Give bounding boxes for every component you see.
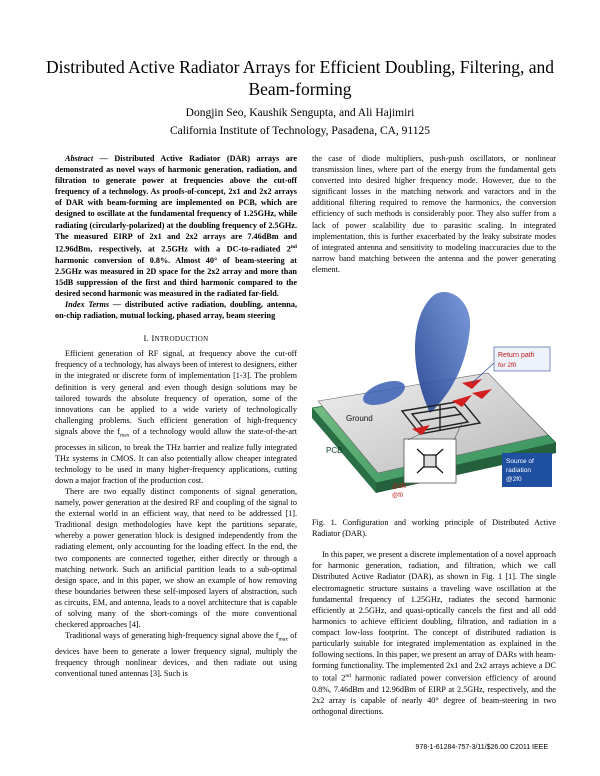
index-terms-label: Index Terms — [65,299,122,309]
right-paragraph-2: In this paper, we present a discrete imp… [312,549,556,717]
intro-p3-b: of devices have been to generate a lower… [55,631,297,679]
right-p2-a: In this paper, we present a discrete imp… [312,550,556,683]
intro-p3-a: Traditional ways of generating high-freq… [65,631,279,641]
figure-1: Return path for 2f0 Ground PCB @2f0 @f0 … [311,283,557,511]
label-source-1: Source of [506,458,534,465]
copyright-footer: 978-1-61284-757-3/11/$26.00 C2011 IEEE [415,744,548,751]
label-source-2: radiation [506,467,531,474]
abstract-label: Abstract — [65,154,108,163]
affiliation: California Institute of Technology, Pasa… [169,125,431,137]
source-box [502,453,552,488]
section-rest: NTRODUCTION [154,335,209,344]
section-heading-introduction: I. INTRODUCTION [55,333,297,345]
paper-title: Distributed Active Radiator Arrays for E… [45,57,555,99]
right-p2-sup: nd [345,673,351,680]
index-terms-text: distributed active radiation, doubling, … [55,299,297,321]
left-column: Abstract — Distributed Active Radiator (… [55,153,297,679]
abstract-text-a: Distributed Active Radiator (DAR) arrays… [55,154,297,254]
intro-p1-a: Efficient generation of RF signal, at fr… [55,349,297,436]
current-arrows [412,379,492,436]
intro-paragraph-3: Traditional ways of generating high-freq… [55,630,297,679]
pcb-edge [312,408,376,494]
label-return-for: for 2f0 [498,362,517,369]
intro-paragraph-1: Efficient generation of RF signal, at fr… [55,348,297,486]
section-number: I. [143,333,152,344]
zoom-line-2 [453,422,463,441]
author-list: Dongjin Seo, Kaushik Sengupta, and Ali H… [185,107,415,119]
label-pcb: PCB [326,446,342,455]
label-source-3: @2f0 [506,476,522,483]
dar-diagram: Return path for 2f0 Ground PCB @2f0 @f0 … [311,292,557,499]
intro-p3-sub: max [278,636,288,643]
zoom-line-1 [407,433,421,441]
abstract-text-b: harmonic conversion of 0.8%. Almost 40° … [55,255,297,298]
label-f0: @f0 [392,493,404,499]
intro-p1-sub: max [120,432,130,439]
intro-p1-b: of a technology would allow the state-of… [55,426,297,485]
intro-paragraph-2: There are two equally distinct component… [55,487,297,630]
radiation-beam [414,292,471,414]
abstract-sup: nd [290,243,297,250]
dar-structure [400,400,482,435]
return-path-box [493,346,551,372]
transistor-core-icon [416,448,444,474]
label-return-path: Return path [498,352,535,359]
beam-lobe-small [363,380,405,406]
right-column: the case of diode multipliers, push-push… [311,153,557,717]
right-p2-b: harmonic radiated power conversion effic… [312,673,556,717]
figure-caption: Fig. 1. Configuration and working princi… [312,518,556,539]
index-terms: Index Terms — distributed active radiati… [55,299,297,321]
label-ground: Ground [346,414,373,423]
section-first-letter: I [151,333,155,344]
abstract: Abstract — Distributed Active Radiator (… [55,153,297,299]
right-paragraph-1: the case of diode multipliers, push-push… [312,154,556,274]
label-2f0: @2f0 [392,484,407,490]
